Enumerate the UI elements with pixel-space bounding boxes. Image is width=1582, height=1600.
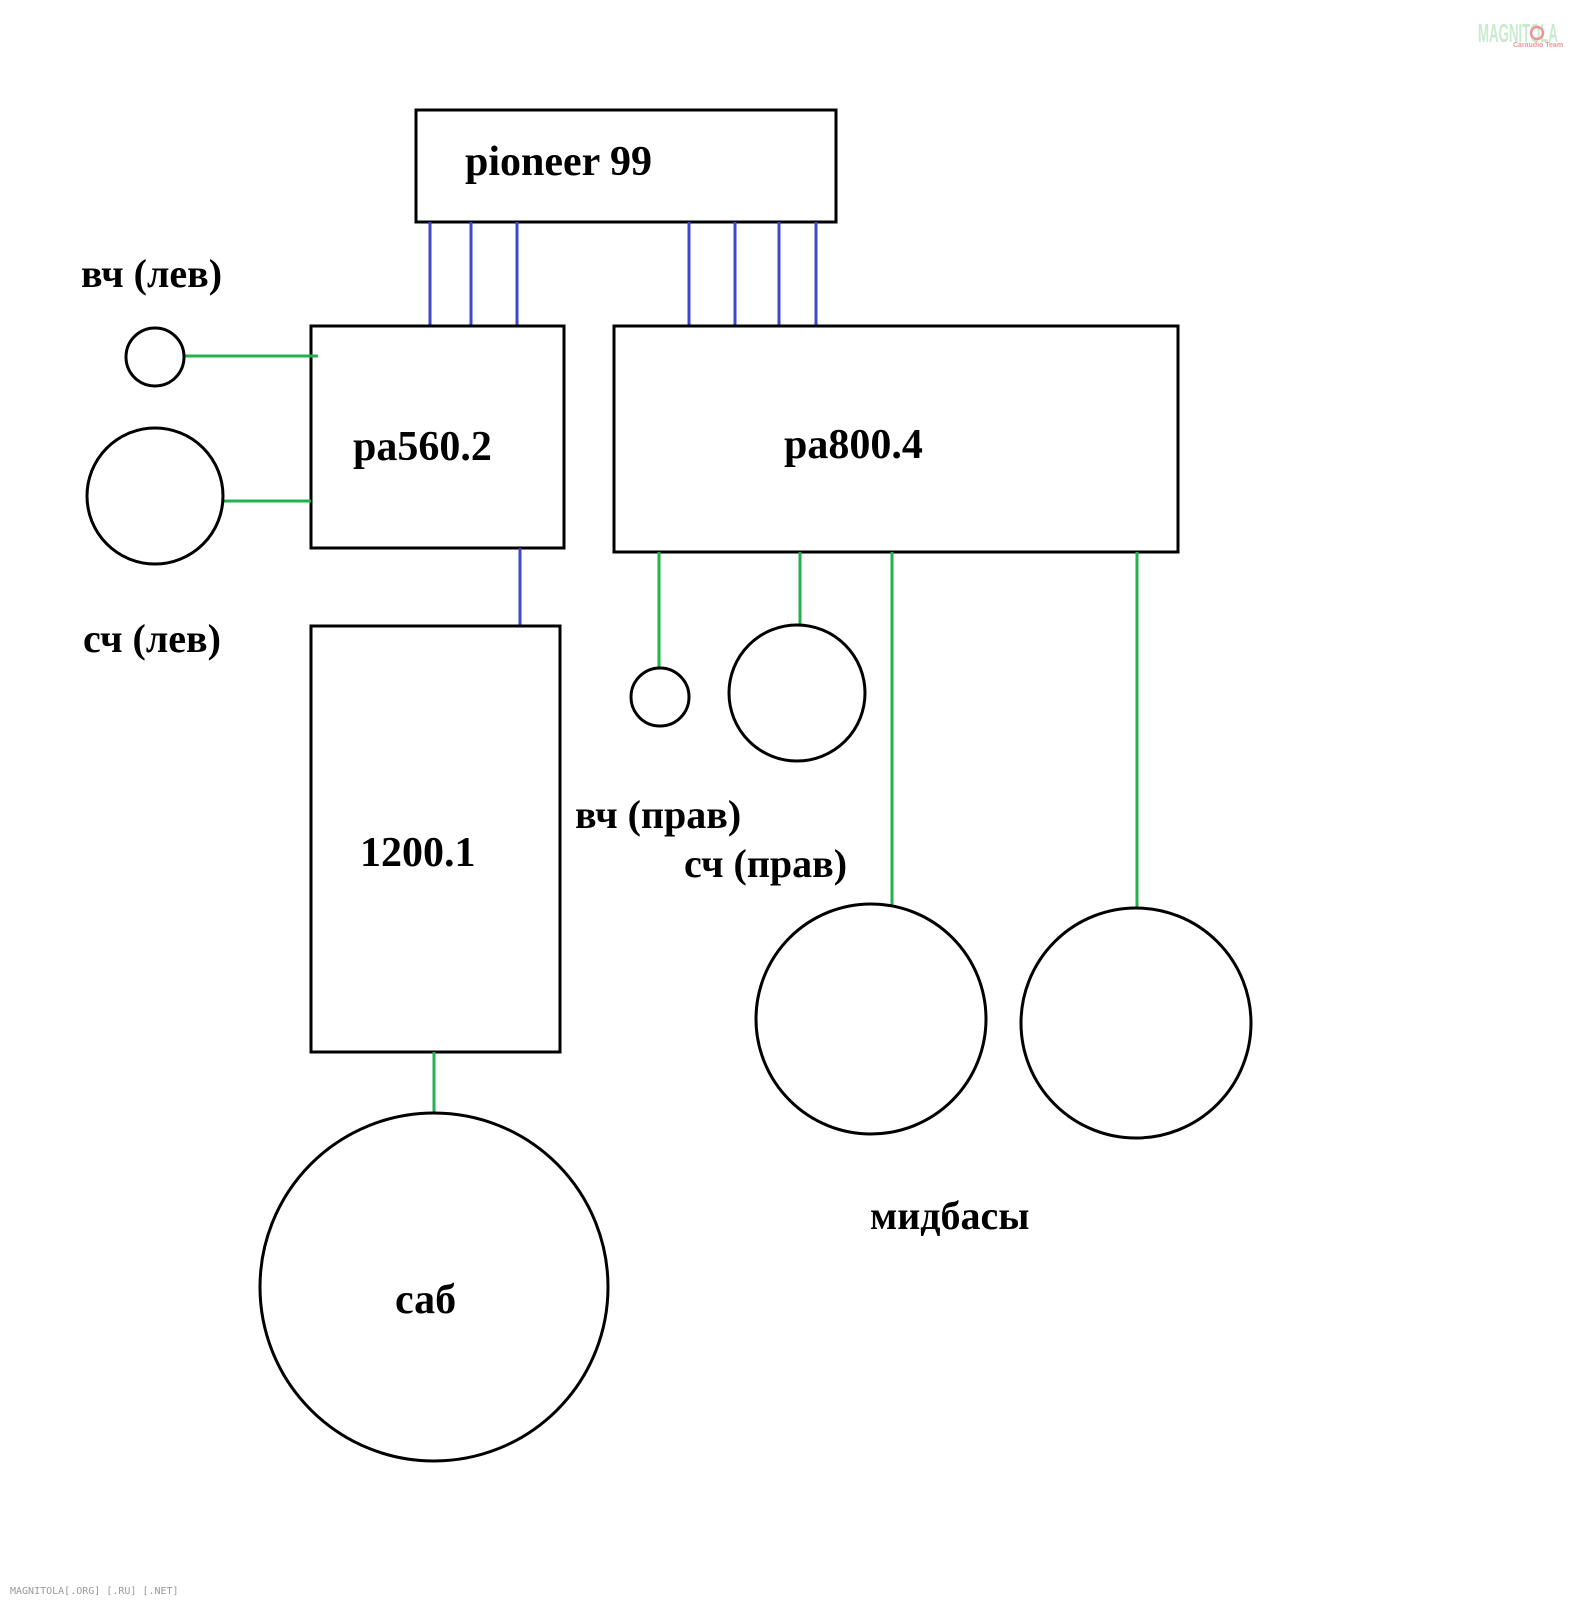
- tweeter-left-label: вч (лев): [81, 251, 222, 296]
- head-unit-box: [414, 108, 838, 224]
- tweeter-right-label: вч (прав): [575, 792, 741, 837]
- tweeter-left-speaker: [124, 326, 186, 388]
- subwoofer-label: саб: [395, 1277, 456, 1323]
- midbass-label: мидбасы: [870, 1193, 1030, 1238]
- head-unit-label: pioneer 99: [465, 139, 652, 185]
- amp-pa800-box: [612, 324, 1180, 554]
- mid-left-speaker: [85, 426, 225, 566]
- amp-pa800-label: pa800.4: [784, 422, 923, 468]
- midbass-right-speaker: [1019, 906, 1253, 1140]
- mid-left-label: сч (лев): [83, 616, 221, 661]
- amp-1200-box: [309, 624, 562, 1054]
- midbass-left-speaker: [754, 902, 988, 1136]
- amp-pa560-label: pa560.2: [353, 424, 492, 470]
- tweeter-right-speaker: [629, 666, 691, 728]
- amp-pa560-box: [309, 324, 566, 550]
- logo-text: MAGNITOLA: [1478, 18, 1558, 48]
- mid-right-speaker: [727, 623, 867, 763]
- logo-ring-icon: [1529, 25, 1545, 41]
- logo-subtext: Caraudio Team: [1513, 42, 1563, 49]
- mid-right-label: сч (прав): [684, 841, 847, 886]
- subwoofer-speaker: [258, 1111, 610, 1463]
- footer-watermark: MAGNITOLA[.ORG] [.RU] [.NET]: [10, 1586, 179, 1597]
- amp-1200-label: 1200.1: [360, 830, 476, 876]
- magnitola-logo: MAGNITOLA Caraudio Team: [1478, 18, 1563, 49]
